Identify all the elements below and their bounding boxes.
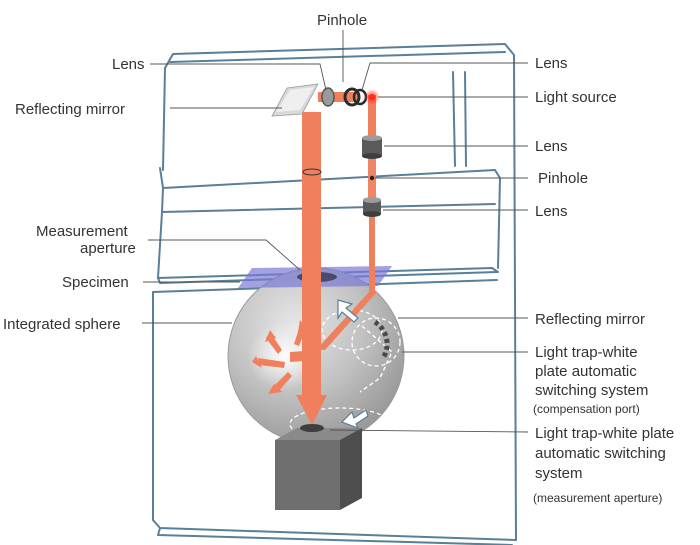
label-lens-right-low: Lens	[535, 203, 568, 220]
label-comp-line1: Light trap-white	[535, 344, 638, 361]
detector-port	[300, 424, 324, 432]
label-lens-right-mid: Lens	[535, 138, 568, 155]
plate-arrows	[337, 299, 369, 430]
beam-port	[302, 168, 322, 176]
label-comp-line3: switching system	[535, 382, 648, 399]
label-meas-line3: system	[535, 465, 583, 482]
label-reflecting-mirror-right: Reflecting mirror	[535, 311, 645, 328]
pinhole-dot	[369, 175, 375, 181]
lens-upper	[362, 135, 382, 159]
label-specimen: Specimen	[62, 274, 129, 291]
label-measurement-aperture-1: Measurement	[36, 223, 129, 240]
leader-lines	[142, 30, 529, 433]
label-meas-note: (measurement aperture)	[533, 491, 662, 505]
label-reflecting-mirror-left: Reflecting mirror	[15, 101, 125, 118]
label-comp-line2: plate automatic	[535, 363, 637, 380]
label-pinhole-top: Pinhole	[317, 12, 367, 29]
label-measurement-aperture-2: aperture	[80, 240, 136, 257]
label-pinhole-right: Pinhole	[538, 170, 588, 187]
optics-assembly	[271, 83, 380, 117]
diagram-labels: Pinhole Lens Reflecting mirror Measureme…	[3, 12, 674, 505]
scattered-light-arrows	[252, 320, 308, 394]
label-light-source: Light source	[535, 89, 617, 106]
label-integrated-sphere: Integrated sphere	[3, 316, 121, 333]
lens-lower	[363, 197, 381, 217]
label-meas-line2: automatic switching	[535, 445, 666, 462]
detector-block	[275, 428, 362, 510]
label-meas-line1: Light trap-white plate	[535, 425, 674, 442]
label-lens-right-top: Lens	[535, 55, 568, 72]
label-comp-note: (compensation port)	[533, 402, 640, 416]
label-lens-left: Lens	[112, 56, 145, 73]
cabinet-outline	[152, 43, 517, 545]
